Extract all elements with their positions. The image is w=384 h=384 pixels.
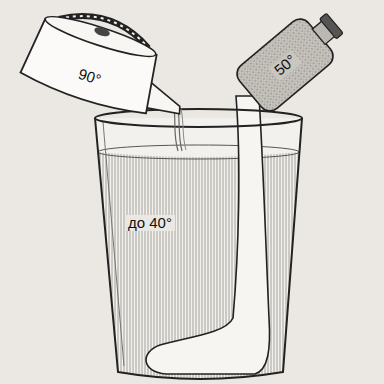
water-stream: [174, 108, 178, 151]
glass-highlight: [103, 122, 124, 366]
water-surface: [98, 145, 299, 159]
temperature-label: 50°: [269, 49, 302, 80]
glass-rim: [95, 109, 302, 127]
hot-water-bottle: [233, 2, 353, 116]
stocking: [146, 96, 270, 374]
kettle-lid: [43, 10, 159, 63]
bottle-cap: [320, 13, 344, 39]
kettle-label: 90°: [70, 63, 107, 91]
glass: до 40°: [98, 122, 298, 370]
temperature-label: 90°: [73, 65, 105, 90]
glass-outline: [95, 118, 302, 379]
temperature-label: до 40°: [125, 215, 175, 232]
kettle-knob: [93, 26, 111, 39]
kettle: [18, 0, 200, 129]
bottle-label: 50°: [266, 47, 303, 83]
bottle-body: [233, 15, 338, 116]
water-stream: [181, 109, 186, 150]
